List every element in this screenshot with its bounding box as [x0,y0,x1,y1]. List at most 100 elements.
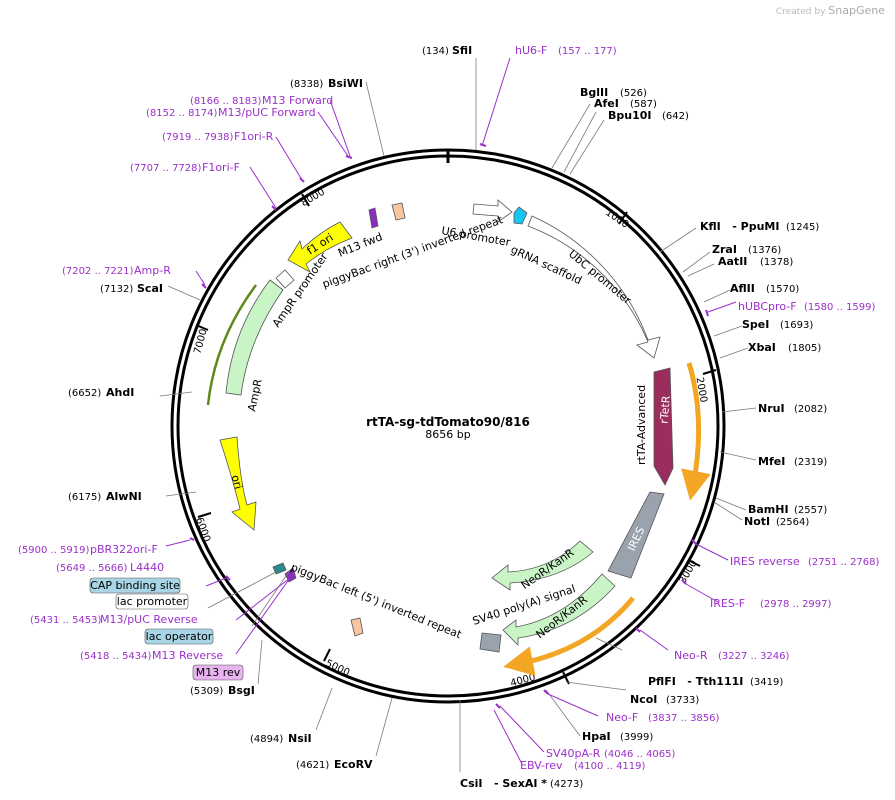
site-pflfi-name[interactable]: PflFI - Tth111I [648,675,743,688]
site-hpai-name[interactable]: HpaI [582,730,611,743]
site-alwni-name[interactable]: AlwNI [106,490,142,503]
site-zrai-pos: (1376) [748,245,781,256]
label-ampr: AmpR [245,377,265,412]
site-bsiwi-name[interactable]: BsiWI [328,77,363,90]
site-ebvrev-pos: (4100 .. 4119) [574,761,646,772]
site-bsgi-pos: (5309) [190,686,223,697]
site-ncoi-name[interactable]: NcoI [630,693,657,706]
site-pflfi-pos: (3419) [750,677,783,688]
plasmid-name: rtTA-sg-tdTomato90/816 [366,415,530,429]
site-ampr-pos: (7202 .. 7221) [62,266,134,277]
site-m13rev-pos: (5418 .. 5434) [80,651,152,662]
site-afei-name[interactable]: AfeI [594,97,619,110]
site-nsii-name[interactable]: NsiI [288,732,312,745]
feature-ubc-promoter[interactable] [527,215,661,359]
label-rtetr: rTetR [658,395,673,424]
site-neor-pos: (3227 .. 3246) [718,651,790,662]
feature-m13-fwd-arrow[interactable] [368,207,379,229]
site-neof-name[interactable]: Neo-F [606,711,638,724]
label-ori: ori [229,473,245,490]
feature-piggybac-right[interactable] [391,202,406,221]
site-aflii-name[interactable]: AflII [730,282,755,295]
site-ahdi-name[interactable]: AhdI [106,386,134,399]
site-aatii-name[interactable]: AatII [718,255,747,268]
site-bsiwi-pos: (8338) [290,79,323,90]
feature-ori[interactable] [219,436,257,531]
site-noti-pos: (2564) [776,517,809,528]
site-ncoi-pos: (3733) [666,695,699,706]
site-hubc-pos: (1580 .. 1599) [804,302,876,313]
site-kfli-name[interactable]: KflI - PpuMI [700,220,779,233]
site-sv40par-pos: (4046 .. 4065) [604,749,676,760]
box-lac-promoter-label: lac promoter [117,595,188,608]
site-mfei-name[interactable]: MfeI [758,455,785,468]
site-spei-name[interactable]: SpeI [742,318,769,331]
site-nrui-name[interactable]: NruI [758,402,785,415]
site-hubc-name[interactable]: hUBCpro-F [738,300,797,313]
site-sfii-name[interactable]: SfiI [452,44,472,57]
feature-piggybac-left[interactable] [350,617,364,637]
box-lac-operator[interactable] [144,628,214,645]
site-m13f-name[interactable]: M13 Forward [262,94,333,107]
site-ebvrev-name[interactable]: EBV-rev [520,759,563,772]
label-piggybac-left: piggyBac left (5') inverted repeat [289,561,464,642]
site-aatii-pos: (1378) [760,257,793,268]
feature-ires[interactable] [607,491,665,579]
site-scai-name[interactable]: ScaI [137,282,163,295]
site-bamhi-name[interactable]: BamHI [748,503,789,516]
primer-ring-markers [189,143,709,709]
site-iresrev-name[interactable]: IRES reverse [730,555,800,568]
site-kfli-pos: (1245) [786,222,819,233]
site-m13pucf-name[interactable]: M13/pUC Forward [218,106,316,119]
site-bglii-pos: (526) [620,88,647,99]
site-alwni-pos: (6175) [68,492,101,503]
plasmid-size: 8656 bp [425,428,470,441]
site-hu6f-pos: (157 .. 177) [558,46,617,57]
feature-ampr-promoter[interactable] [275,269,295,289]
feature-grna-scaffold[interactable] [513,206,528,225]
site-iresrev-pos: (2751 .. 2768) [808,557,880,568]
site-bglii-name[interactable]: BglII [580,86,608,99]
boxed-features: CAP binding site lac promoter lac operat… [89,577,244,681]
site-m13puc-name[interactable]: M13/pUC Reverse [100,613,198,626]
feature-neokan-outer[interactable] [502,573,616,646]
feature-sv40-polya[interactable] [479,632,502,653]
box-m13-rev[interactable] [192,664,244,681]
feature-f1-ori[interactable] [287,221,353,273]
site-bsgi-name[interactable]: BsgI [228,684,255,697]
site-labels: (134) SfiI hU6-F (157 .. 177) BglII (526… [18,44,880,790]
feature-neokan-inner[interactable] [491,540,594,591]
site-ampr-name[interactable]: Amp-R [134,264,171,277]
site-m13rev-name[interactable]: M13 Reverse [152,649,223,662]
label-rtta-advanced: rtTA-Advanced [635,385,648,465]
credit-brand: SnapGene [828,4,885,17]
site-ahdi-pos: (6652) [68,388,101,399]
site-iresf-name[interactable]: IRES-F [710,597,745,610]
feature-u6-promoter[interactable] [472,199,513,223]
site-hu6f-name[interactable]: hU6-F [515,44,547,57]
site-l4440-name[interactable]: L4440 [130,561,164,574]
site-neor-name[interactable]: Neo-R [674,649,708,662]
site-noti-name[interactable]: NotI [744,515,770,528]
box-lac-promoter[interactable] [115,593,189,610]
site-ecorv-name[interactable]: EcoRV [334,758,373,771]
site-bpu10i-name[interactable]: Bpu10I [608,109,652,122]
box-cap-binding-site[interactable] [89,577,181,594]
site-f1orif-name[interactable]: F1ori-F [202,161,240,174]
box-m13-rev-label: M13 rev [196,666,241,679]
site-f1orif-pos: (7707 .. 7728) [130,163,202,174]
feature-ampr[interactable] [225,279,284,396]
site-sv40par-name[interactable]: SV40pA-R [546,747,601,760]
site-csii-name[interactable]: CsiI - SexAI * [460,777,547,790]
site-sfii-pos: (134) [422,46,449,57]
site-f1orir-pos: (7919 .. 7938) [162,132,234,143]
feature-rtetr[interactable] [653,367,674,486]
snapgene-credit: Created by SnapGene [776,4,885,17]
site-zrai-name[interactable]: ZraI [712,243,737,256]
site-ecorv-pos: (4621) [296,760,329,771]
site-pbr-name[interactable]: pBR322ori-F [90,543,158,556]
site-xbai-name[interactable]: XbaI [748,341,776,354]
site-hpai-pos: (3999) [620,732,653,743]
site-f1orir-name[interactable]: F1ori-R [234,130,274,143]
